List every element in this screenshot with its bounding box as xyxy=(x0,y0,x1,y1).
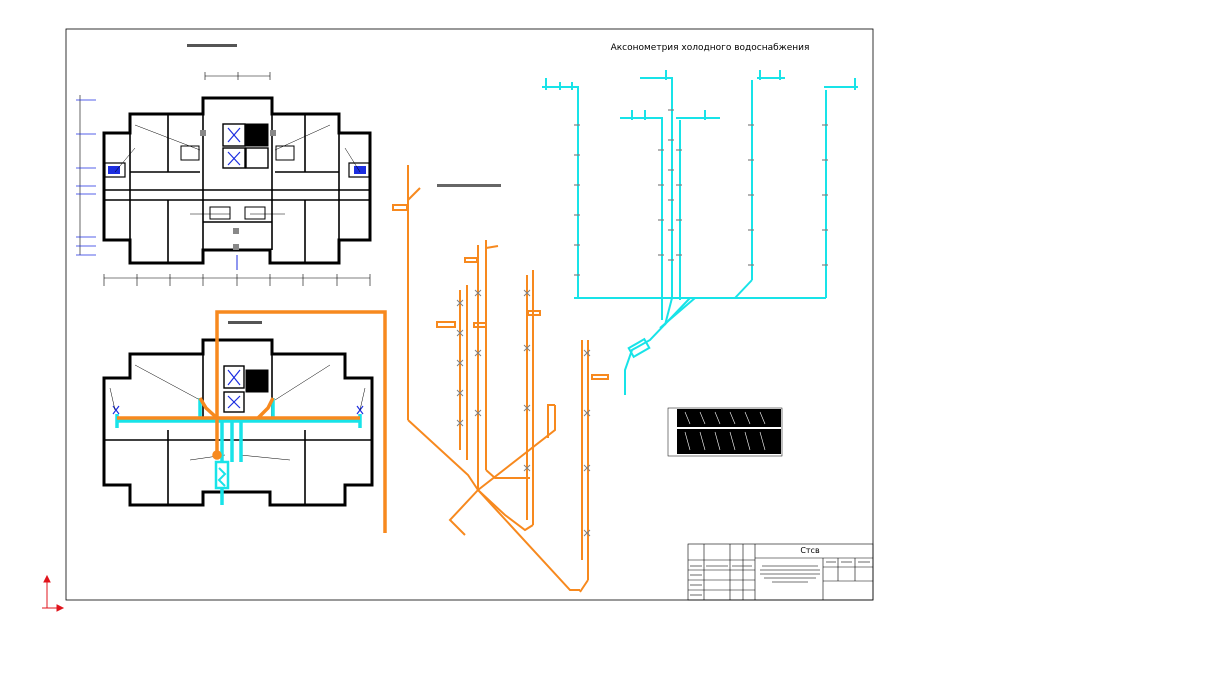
cold-water-valves xyxy=(574,109,828,276)
cold-water-axonometric xyxy=(542,70,858,395)
hot-water-valves xyxy=(456,289,591,537)
title-block-code: Стсв xyxy=(800,546,820,555)
floor-plan-lower xyxy=(102,321,374,507)
specification-table xyxy=(667,407,783,457)
cold-water-network-plan xyxy=(115,398,362,505)
drawing-title: Аксонометрия холодного водоснабжения xyxy=(610,43,810,53)
floor-plan-upper xyxy=(76,44,372,286)
hot-water-axonometric xyxy=(392,165,609,593)
hot-water-network-plan xyxy=(117,310,387,533)
title-block xyxy=(687,543,874,601)
hot-water-axonometric-label xyxy=(437,184,501,187)
ucs-axis-icon xyxy=(42,574,65,612)
sheet-frame xyxy=(65,28,874,601)
